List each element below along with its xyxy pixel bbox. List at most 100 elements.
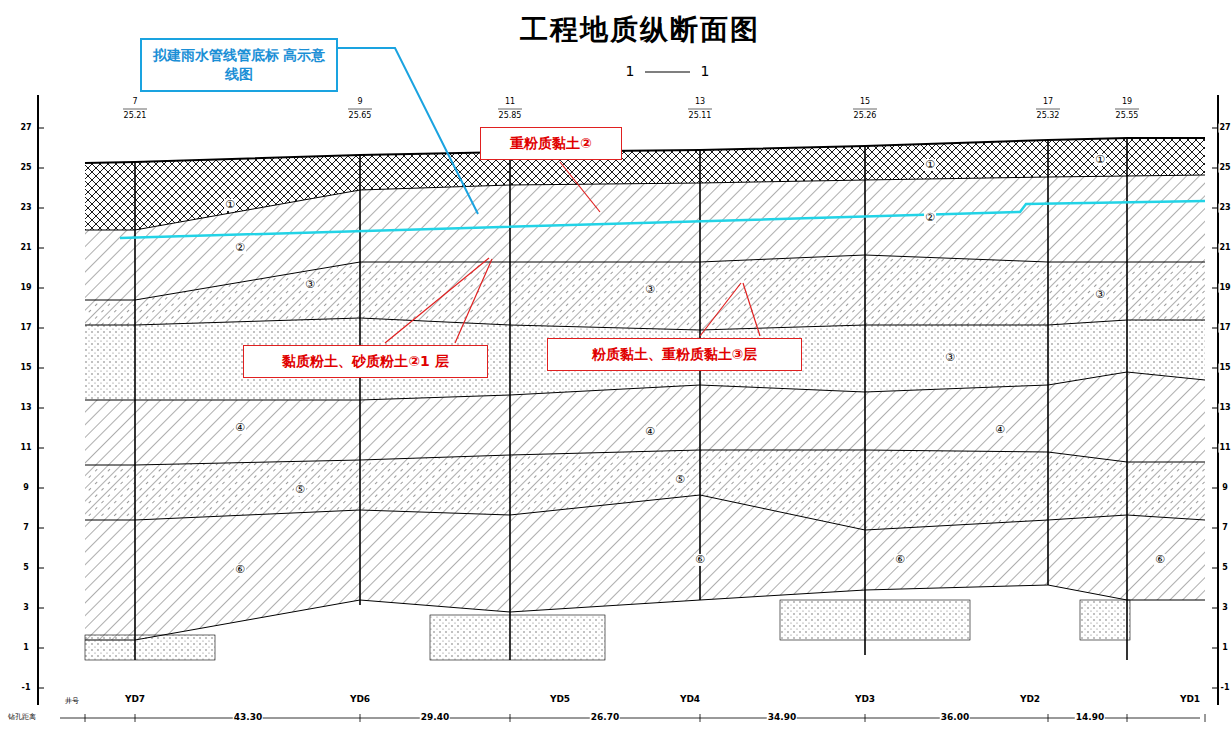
layer-number: ①	[1094, 154, 1106, 166]
ground-elevation: 25.65	[348, 112, 373, 121]
soil-layer	[85, 495, 1205, 640]
layer-number: ⑥	[694, 554, 706, 566]
layer-boundary	[85, 318, 1205, 330]
elevation-tick: -1	[1220, 684, 1231, 693]
layer-boundary	[85, 495, 1205, 530]
elevation-tick: 13	[19, 404, 32, 413]
layer-number: ②	[234, 242, 246, 254]
elevation-tick: 9	[1221, 484, 1229, 493]
sand-lens	[430, 615, 605, 660]
elevation-tick: 21	[1218, 244, 1231, 253]
hole-number: 9	[356, 98, 363, 107]
distance-line	[60, 718, 1200, 719]
layer-number: ⑥	[234, 564, 246, 576]
borehole-line	[864, 146, 866, 655]
elevation-tick: 17	[1218, 324, 1231, 333]
layer-boundary	[85, 138, 1205, 163]
leader-line	[700, 283, 741, 336]
ground-elevation: 25.26	[853, 112, 878, 121]
elevation-tick: 21	[19, 244, 32, 253]
elevation-tick: 1	[1221, 644, 1229, 653]
header-rule	[853, 109, 877, 110]
row-heading: 井号	[64, 698, 80, 706]
soil-layer	[85, 255, 1205, 330]
subtitle-dash	[645, 71, 690, 72]
elevation-tick: 17	[19, 324, 32, 333]
diagram-title: 工程地质纵断面图	[519, 15, 761, 46]
hole-number: 19	[1121, 98, 1133, 107]
section-mark: 1	[625, 64, 636, 79]
layer-number: ③	[304, 279, 316, 291]
elevation-tick: 5	[22, 564, 30, 573]
hole-distance: 36.00	[940, 713, 970, 723]
layer-number: ②	[924, 212, 936, 224]
layer-number: ④	[644, 426, 656, 438]
elevation-tick: 19	[19, 284, 32, 293]
layer-number: ①	[924, 159, 936, 171]
callout-text: 重粉质黏土②	[489, 134, 613, 153]
hole-distance: 29.40	[420, 713, 450, 723]
callout-text: 黏质粉土、砂质粉土②1 层	[252, 352, 479, 371]
callout-text: 粉质黏土、重粉质黏土③层	[556, 345, 793, 364]
elevation-tick: -1	[21, 684, 32, 693]
elevation-tick: 23	[19, 204, 32, 213]
borehole-id: YD3	[854, 695, 876, 705]
hole-distance: 26.70	[590, 713, 620, 723]
hole-distance: 43.30	[233, 713, 263, 723]
layer-number: ①	[224, 199, 236, 211]
borehole-line	[1047, 140, 1049, 585]
borehole-line	[359, 155, 361, 605]
elevation-tick: 15	[19, 364, 32, 373]
hole-distance: 34.90	[767, 713, 797, 723]
elevation-tick: 11	[19, 444, 32, 453]
leader-line	[560, 162, 600, 212]
section-mark: 1	[700, 64, 711, 79]
elevation-tick: 23	[1218, 204, 1231, 213]
row-heading: 钻孔距离	[7, 714, 37, 722]
elevation-tick: 7	[1221, 524, 1229, 533]
sand-lens	[85, 635, 215, 660]
soil-layer	[85, 372, 1205, 465]
elevation-tick: 3	[22, 604, 30, 613]
layer-number: ③	[644, 284, 656, 296]
elevation-tick: 1	[22, 644, 30, 653]
ground-elevation: 25.55	[1115, 112, 1140, 121]
elevation-tick: 15	[1218, 364, 1231, 373]
elevation-axis	[1217, 95, 1219, 705]
header-rule	[1036, 109, 1060, 110]
callout-box: 重粉质黏土②	[480, 127, 622, 160]
sand-lens	[1080, 600, 1130, 640]
hole-distance: 14.90	[1075, 713, 1105, 723]
elevation-axis	[37, 95, 39, 705]
hole-number: 15	[859, 98, 871, 107]
hole-number: 13	[694, 98, 706, 107]
borehole-id: YD1	[1179, 695, 1201, 705]
elevation-tick: 3	[1221, 604, 1229, 613]
callout-text: 拟建雨水管线管底标 高示意线图	[150, 46, 328, 84]
callout-box: 拟建雨水管线管底标 高示意线图	[140, 38, 338, 92]
borehole-id: YD6	[349, 695, 371, 705]
layer-boundary	[85, 450, 1205, 465]
pipe-invert-line	[120, 201, 1205, 238]
elevation-tick: 27	[19, 124, 32, 133]
hole-number: 17	[1042, 98, 1054, 107]
header-rule	[348, 109, 372, 110]
borehole-line	[509, 152, 511, 660]
borehole-id: YD5	[549, 695, 571, 705]
leader-line	[743, 283, 760, 336]
borehole-id: YD7	[124, 695, 146, 705]
layer-number: ④	[234, 422, 246, 434]
elevation-tick: 19	[1218, 284, 1231, 293]
callout-box: 粉质黏土、重粉质黏土③层	[547, 338, 802, 371]
leader-line	[455, 259, 492, 343]
callout-box: 黏质粉土、砂质粉土②1 层	[243, 345, 488, 378]
ground-elevation: 25.85	[498, 112, 523, 121]
layer-number: ⑤	[294, 484, 306, 496]
layer-number: ⑥	[1154, 554, 1166, 566]
ground-elevation: 25.21	[123, 112, 148, 121]
header-rule	[1115, 109, 1139, 110]
elevation-tick: 5	[1221, 564, 1229, 573]
layer-boundary	[85, 585, 1205, 640]
header-rule	[123, 109, 147, 110]
